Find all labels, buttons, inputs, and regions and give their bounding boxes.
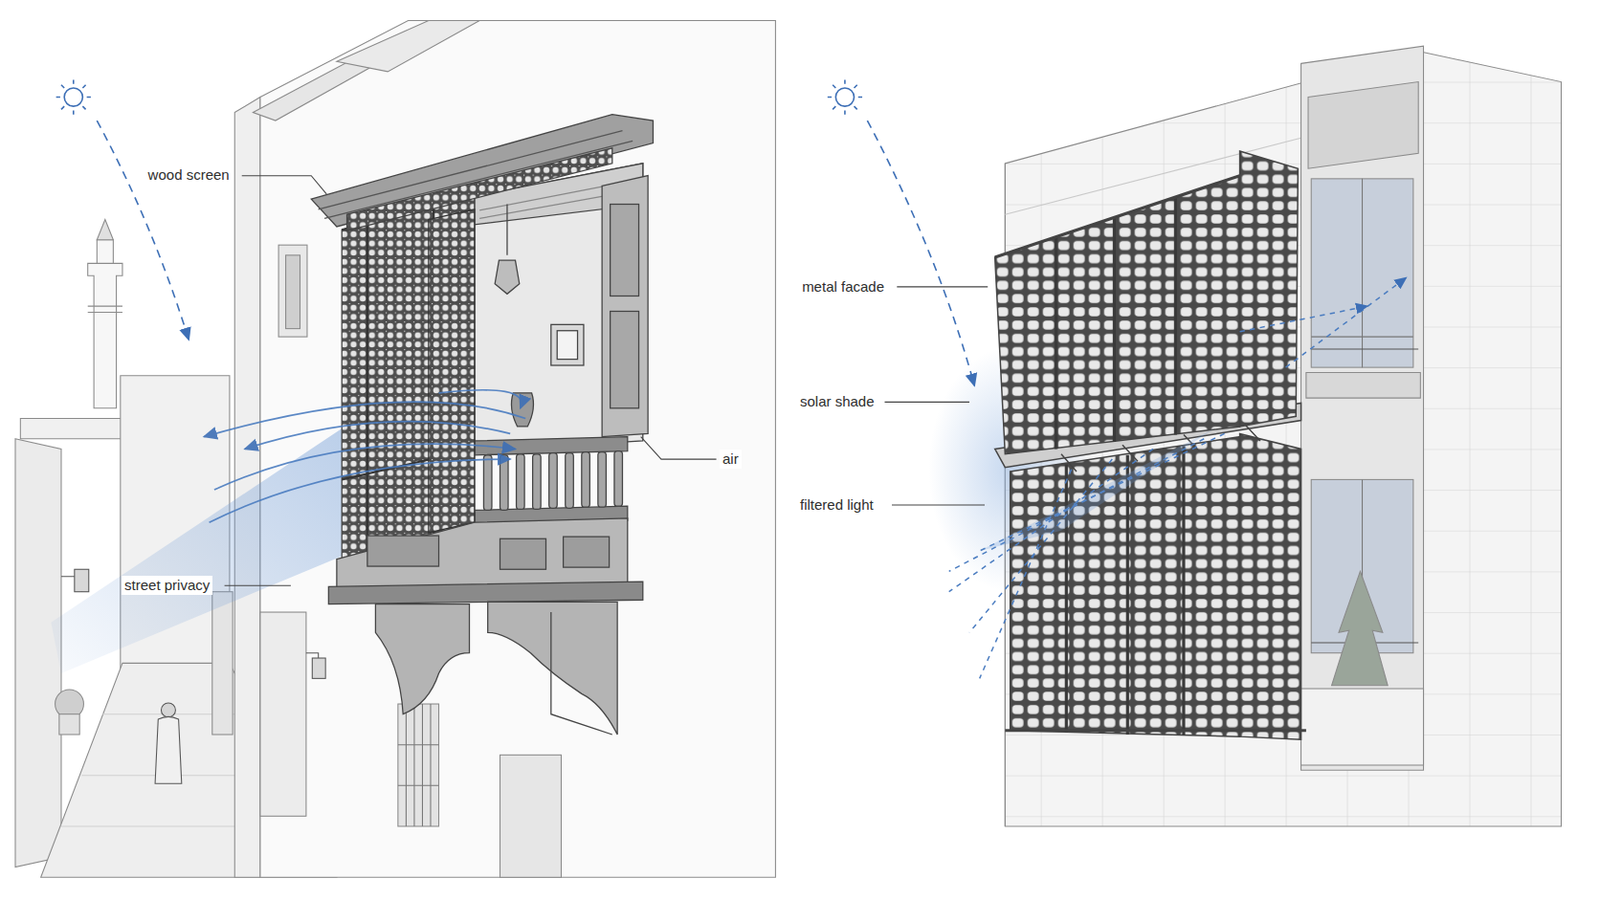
leader-lines [242,176,328,195]
street-scene [59,714,80,735]
mashrabiya [601,176,648,438]
modern-building [1301,688,1424,766]
street-scene [160,703,176,718]
air-flow-arrows [209,459,512,523]
modern-building [1332,571,1389,686]
metal-screens [995,151,1307,740]
street-scene [311,658,326,679]
mashrabiya [375,604,469,715]
mashrabiya [610,311,640,408]
part-label: metal facade [799,277,888,297]
mashrabiya [556,331,578,360]
street-scene [278,244,308,337]
street-scene [398,704,440,827]
metal-screens [995,176,1241,258]
sun-icon [64,88,83,107]
part-label: air [719,449,742,469]
mashrabiya [347,148,613,231]
sun-icon [835,88,854,107]
street-scene [88,306,123,312]
mashrabiya [551,612,613,735]
mashrabiya [581,452,591,509]
part-label: solar shade [797,392,878,412]
modern-building [1311,178,1414,368]
metal-screens [1066,445,1184,736]
leader-lines [641,437,717,460]
sun-icon [56,79,91,114]
filtered-light-rays [949,277,1407,679]
street-scene [155,716,182,784]
filtered-light-rays [979,469,1072,680]
part-label: wood screen [145,165,233,185]
street-scene [260,612,307,817]
mashrabiya [506,204,508,256]
metal-screens [1240,433,1302,740]
street-scene [96,220,113,241]
mashrabiya [428,209,475,534]
light-wedge [979,428,1215,552]
mashrabiya [488,601,618,735]
sun-icon [56,79,190,340]
modern-building [1301,45,1424,771]
air-flow-arrows [203,401,526,438]
air-flow-arrows [439,390,522,409]
sun-icon [827,79,976,386]
mashrabiya [318,131,633,220]
metal-screens [1004,729,1307,733]
leader-lines [896,286,988,288]
street-scene [15,21,776,879]
sun-icon [96,120,189,340]
mashrabiya [483,455,492,512]
street-scene [96,240,113,265]
mashrabiya [500,538,547,570]
mashrabiya [336,518,628,593]
mashrabiya [549,453,558,510]
mashrabiya [328,581,643,604]
mashrabiya [516,454,526,511]
mashrabiya [533,454,542,511]
mashrabiya [610,204,640,297]
filtered-light-rays [1240,306,1368,333]
mashrabiya [311,114,653,227]
mashrabiya [565,453,575,510]
sun-icon [827,79,863,114]
street-scene [88,263,123,408]
leader-lines [224,585,291,587]
street-scene [500,755,562,878]
metal-screens [1056,197,1177,449]
air-flow-arrows [203,390,526,523]
street-scene [212,592,233,735]
sun-icon [866,120,975,386]
street-scene [336,21,480,72]
mashrabiya [494,260,520,294]
leader-lines [885,401,971,403]
metal-screens [1240,151,1299,427]
leader-lines [224,176,989,587]
mashrabiya [614,451,623,508]
mashrabiya [500,455,510,512]
modern-building [1306,372,1421,399]
mashrabiya [563,536,610,568]
leader-lines [891,505,985,507]
modern-building [1308,82,1419,170]
light-wedge [50,428,342,674]
street-scene [15,439,62,868]
mashrabiya [511,393,534,427]
street-scene [74,569,89,592]
mashrabiya [341,196,475,554]
metal-screens [1061,424,1261,472]
metal-screens [995,176,1241,455]
part-label: filtered light [797,495,877,515]
mashrabiya [598,452,607,509]
street-scene [398,704,440,827]
air-flow-arrows [214,444,516,490]
street-scene [286,255,301,330]
modern-building [1311,178,1414,368]
mashrabiya [551,324,584,366]
part-label: street privacy [121,576,213,596]
mashrabiya [341,196,475,560]
mashrabiya [367,535,440,567]
filtered-light-rays [1286,277,1407,368]
